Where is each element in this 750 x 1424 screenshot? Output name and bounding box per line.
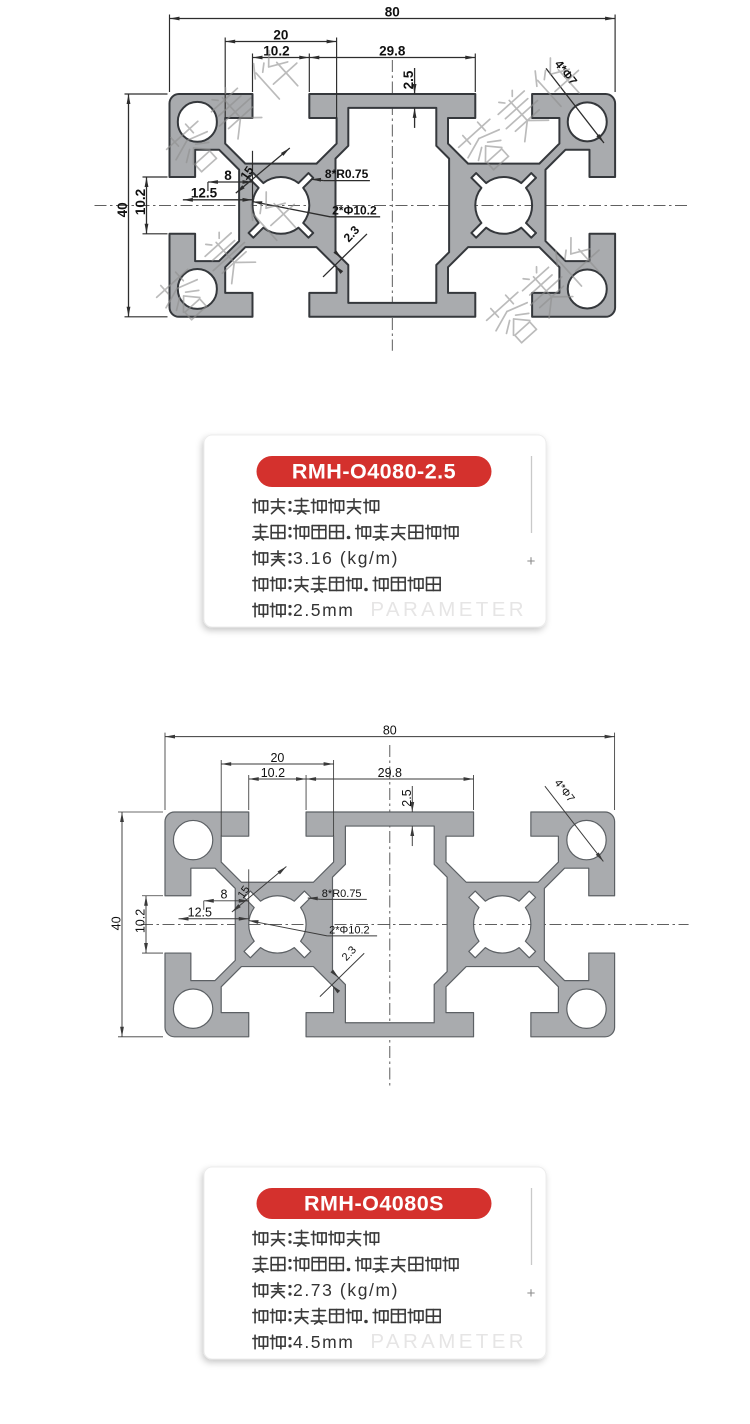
svg-text:8*R0.75: 8*R0.75 [322, 888, 362, 900]
svg-text:2.73 (kg/m): 2.73 (kg/m) [293, 1280, 399, 1300]
svg-text:20: 20 [270, 751, 284, 765]
svg-text:+: + [527, 553, 536, 570]
svg-text:2.5: 2.5 [401, 70, 416, 89]
svg-text:RMH-O4080-2.5: RMH-O4080-2.5 [292, 460, 456, 484]
svg-text:8*R0.75: 8*R0.75 [325, 167, 369, 181]
svg-text:40: 40 [110, 916, 124, 930]
svg-text:80: 80 [385, 4, 400, 19]
svg-text:3.16 (kg/m): 3.16 (kg/m) [293, 548, 399, 568]
svg-text:15: 15 [236, 884, 253, 901]
svg-text:PARAMETER: PARAMETER [370, 1330, 527, 1353]
svg-text:PARAMETER: PARAMETER [370, 598, 527, 621]
svg-text:12.5: 12.5 [188, 906, 212, 920]
svg-text:10.2: 10.2 [261, 766, 285, 780]
svg-text:2.5mm: 2.5mm [293, 600, 354, 620]
svg-text:29.8: 29.8 [378, 766, 402, 780]
svg-text:RMH-O4080S: RMH-O4080S [304, 1192, 444, 1216]
svg-text:2.5: 2.5 [400, 789, 414, 806]
svg-text:29.8: 29.8 [379, 43, 406, 58]
svg-text:10.2: 10.2 [133, 189, 148, 215]
svg-text:2*Φ10.2: 2*Φ10.2 [332, 203, 377, 217]
svg-text:10.2: 10.2 [134, 909, 148, 933]
svg-text:20: 20 [273, 27, 288, 42]
svg-text:10.2: 10.2 [263, 43, 289, 58]
svg-text:2*Φ10.2: 2*Φ10.2 [329, 924, 370, 936]
svg-text:+: + [527, 1285, 536, 1302]
svg-text:40: 40 [115, 202, 130, 217]
svg-text:80: 80 [383, 723, 397, 737]
svg-text:4.5mm: 4.5mm [293, 1332, 354, 1352]
svg-text:8: 8 [224, 168, 232, 183]
svg-text:8: 8 [221, 888, 228, 902]
svg-text:12.5: 12.5 [191, 186, 218, 201]
